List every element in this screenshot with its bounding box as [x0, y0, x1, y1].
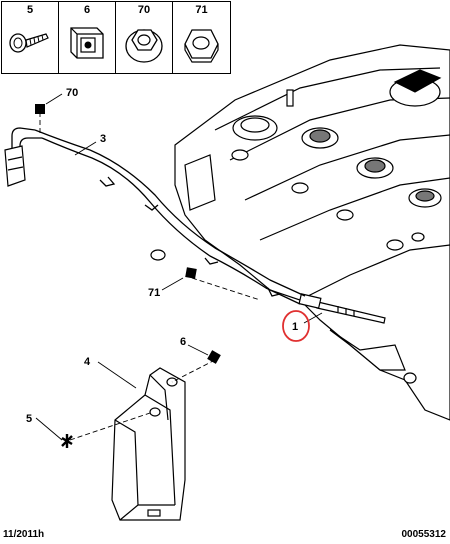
legend-number: 5: [26, 4, 34, 16]
screw-5-marker: [61, 434, 73, 448]
glow-plug: [298, 293, 386, 324]
callout-4: 4: [84, 356, 91, 368]
parts-legend: 5 6 70 71: [1, 1, 231, 74]
legend-cell-71[interactable]: 71: [173, 2, 230, 73]
callout-5: 5: [26, 413, 32, 425]
legend-cell-5[interactable]: 5: [2, 2, 59, 73]
legend-number: 6: [83, 4, 91, 16]
footer-date: 11/2011h: [3, 529, 45, 540]
nut-70-marker: [35, 104, 45, 114]
clip-nut-icon: [70, 27, 104, 59]
hex-nut-icon: [184, 29, 219, 63]
wiring-harness: [11, 127, 306, 305]
highlight-circle: [282, 310, 310, 342]
legend-cell-70[interactable]: 70: [116, 2, 173, 73]
callout-70: 70: [66, 87, 78, 99]
legend-number: 70: [137, 4, 151, 16]
leader-lines: [35, 93, 323, 441]
harness-connector: [4, 145, 26, 187]
screw-icon: [9, 33, 49, 53]
callout-3: 3: [100, 133, 106, 145]
assembly-lines: [39, 112, 261, 441]
legend-cell-6[interactable]: 6: [59, 2, 116, 73]
support-bracket: [111, 367, 186, 521]
clip-6-marker: [207, 350, 221, 364]
legend-number: 71: [195, 4, 208, 16]
callout-6: 6: [180, 336, 186, 348]
callout-71: 71: [148, 287, 160, 299]
footer-code: 00055312: [401, 529, 447, 540]
nut-71-marker: [185, 267, 197, 279]
cylinder-head: [150, 44, 450, 421]
flanged-nut-icon: [125, 29, 163, 63]
callout-1: 1: [292, 321, 298, 333]
